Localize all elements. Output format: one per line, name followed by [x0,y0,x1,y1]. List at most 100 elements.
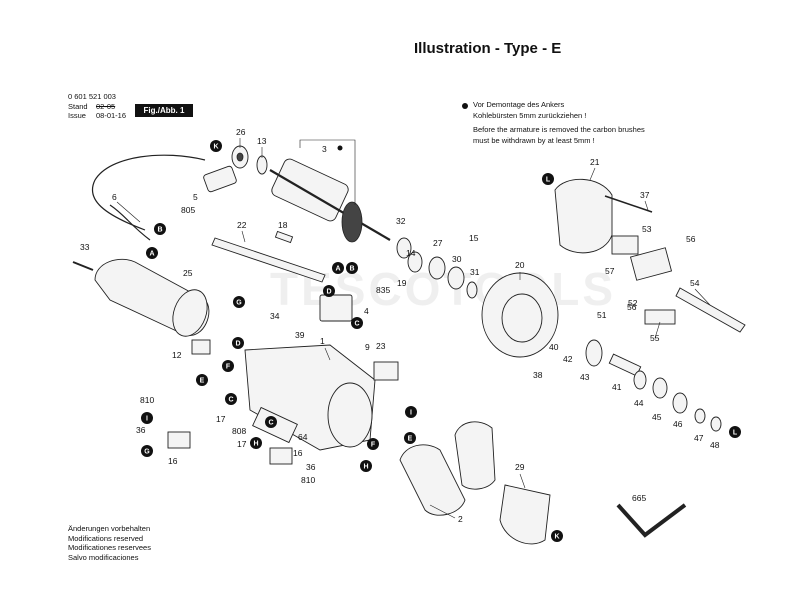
nut-48 [710,416,722,432]
part-label-p55: 55 [650,333,660,343]
marker-circle-icon [222,360,234,372]
brush-rail-22 [211,237,326,283]
housing-25-end [172,289,208,337]
marker-letter: F [371,442,376,449]
marker-letter: C [354,321,359,328]
marker-letter: I [146,416,148,423]
connection-marker-b1: B [154,223,166,235]
part-label-p31: 31 [470,267,480,277]
connection-marker-i2: I [405,406,417,418]
marker-circle-icon [332,262,344,274]
part-label-p27: 27 [433,238,443,248]
stand-value: 02-05 [96,102,116,111]
footer-line-1: Änderungen vorbehalten [68,524,151,533]
note-bullet-icon [462,103,468,109]
note-line-4: must be withdrawn by at least 5mm ! [473,136,595,145]
marker-circle-icon [404,432,416,444]
part-label-p36b: 36 [306,462,316,472]
page-title: Illustration - Type - E [414,40,562,57]
armature-bracket [299,139,356,205]
marker-circle-icon [367,438,379,450]
part-label-p41: 41 [612,382,622,392]
connection-marker-l1: L [542,173,554,185]
armature-body [271,158,349,222]
bearing-45 [652,377,668,399]
bracket-53 [611,235,639,255]
connection-marker-d2: D [232,337,244,349]
part-label-p17a: 17 [216,414,226,424]
part-label-p56b: 56 [627,302,637,312]
part-label-p25: 25 [183,268,193,278]
marker-circle-icon [225,393,237,405]
part-label-p12: 12 [172,350,182,360]
ring-31 [466,281,478,299]
marker-letter: G [236,300,242,307]
part-label-p56a: 56 [686,234,696,244]
part-label-p48: 48 [710,440,720,450]
connection-marker-i1: I [141,412,153,424]
connection-marker-a2: A [332,262,344,274]
connection-marker-e2: E [404,432,416,444]
blade-54 [675,287,746,333]
part-label-p15: 15 [469,233,479,243]
marker-letter: G [144,449,150,456]
part-label-p23: 23 [376,341,386,351]
hex-key-665 [616,503,687,538]
marker-letter: A [149,251,154,258]
part-label-p13: 13 [257,136,267,146]
part-label-p38: 38 [533,370,543,380]
marker-letter: L [733,430,738,437]
connection-marker-k2: K [551,530,563,542]
leader-line-p6 [116,201,141,223]
part-label-p46: 46 [673,419,683,429]
bolt-37 [604,195,653,213]
footer-line-2: Modifications reserved [68,533,144,543]
bearing-30 [447,266,465,290]
marker-letter: A [335,266,340,273]
marker-letter: D [326,289,331,296]
adapter-29 [499,484,551,545]
plug [203,165,237,193]
screw-33 [72,261,94,271]
marker-circle-icon [265,416,277,428]
motor-housing-opening [327,382,373,448]
part-label-p22: 22 [237,220,247,230]
marker-letter: H [253,441,258,448]
note-bullet-marker [337,145,343,151]
footer-line-4: Salvo modificaciones [68,552,139,562]
leader-line-p37 [644,200,649,211]
part-label-p810a: 810 [140,395,154,405]
connection-marker-c3: C [265,416,277,428]
marker-circle-icon [542,173,554,185]
marker-letter: D [235,341,240,348]
marker-letter: B [157,227,162,234]
part-leader-lines [116,138,711,519]
part-label-p47: 47 [694,433,704,443]
part-label-p810b: 810 [301,475,315,485]
connection-marker-c2: C [351,317,363,329]
part-label-p805: 805 [181,205,195,215]
issue-label: Issue [68,111,86,120]
part-label-p44: 44 [634,398,644,408]
gear-housing-20-inner [501,293,543,343]
part-label-p2: 2 [458,514,463,524]
part-number: 0 601 521 003 [68,92,116,101]
marker-circle-icon [232,337,244,349]
part-label-p64: 64 [298,432,308,442]
part-label-p6: 6 [112,192,117,202]
switch-4 [319,294,353,322]
marker-circle-icon [729,426,741,438]
part-label-p835: 835 [376,285,390,295]
brush-holder-16a [167,431,191,449]
part-label-p33: 33 [80,242,90,252]
marker-circle-icon [360,460,372,472]
part-label-p43: 43 [580,372,590,382]
part-label-p19: 19 [397,278,407,288]
marker-circle-icon [210,140,222,152]
washer-13 [256,155,268,175]
part-labels: 1234569121314151616171718192021222325262… [80,127,720,524]
armature-shaft [269,169,391,241]
part-label-p5: 5 [193,192,198,202]
part-label-p32: 32 [396,216,406,226]
